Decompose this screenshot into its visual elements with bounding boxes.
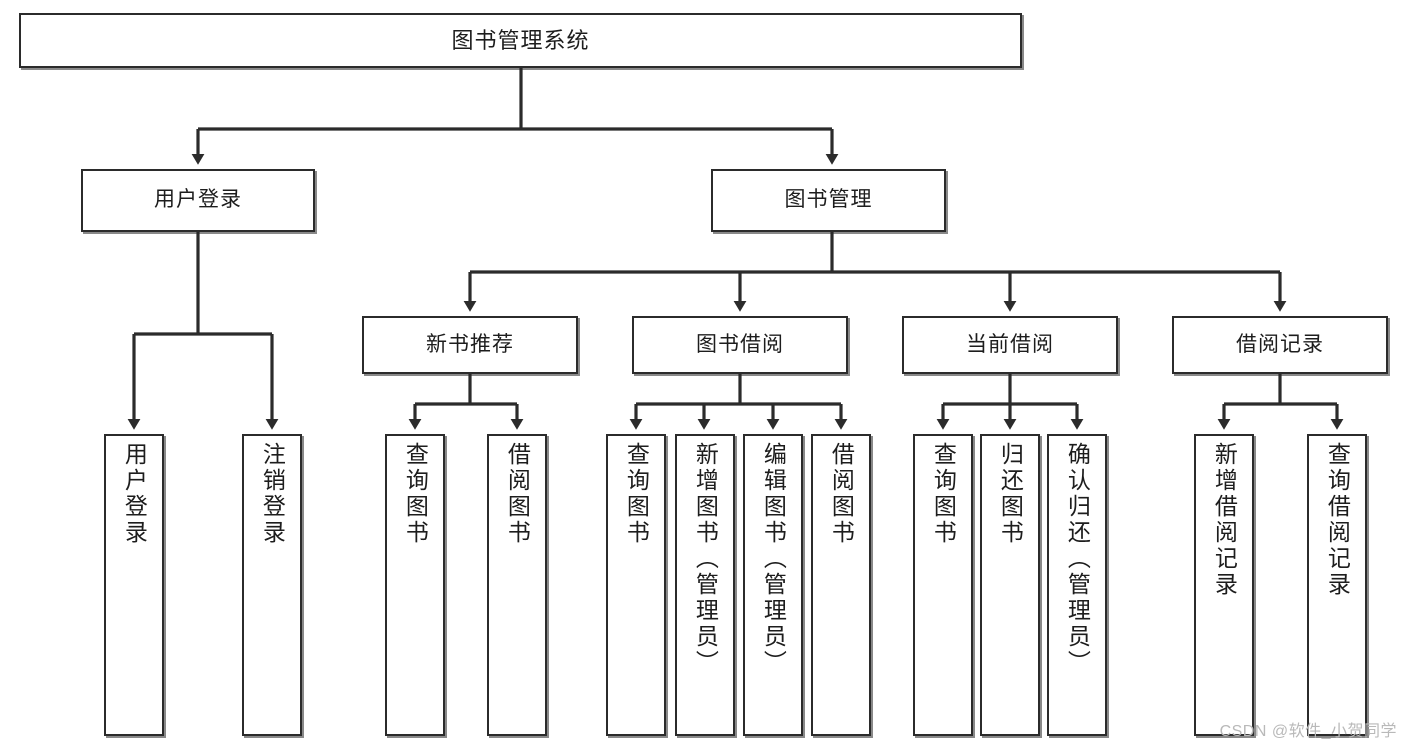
node-label: 归还图书: [997, 442, 1024, 546]
leaf-book-borrow-borrow-book[interactable]: 借阅图书: [811, 434, 871, 736]
node-label: 新增借阅记录: [1211, 442, 1238, 598]
node-root-book-management-system[interactable]: 图书管理系统: [19, 13, 1022, 68]
node-new-book-recommend[interactable]: 新书推荐: [362, 316, 578, 374]
node-borrow-record[interactable]: 借阅记录: [1172, 316, 1388, 374]
leaf-current-borrow-query-book[interactable]: 查询图书: [913, 434, 973, 736]
node-label: 新书推荐: [426, 332, 514, 356]
node-label: 确认归还（管理员）: [1064, 442, 1091, 676]
leaf-user-login-logout[interactable]: 注销登录: [242, 434, 302, 736]
node-label: 新增图书（管理员）: [692, 442, 719, 676]
node-label: 当前借阅: [966, 332, 1054, 356]
leaf-user-login-login[interactable]: 用户登录: [104, 434, 164, 736]
leaf-current-borrow-return-book[interactable]: 归还图书: [980, 434, 1040, 736]
node-label: 查询图书: [930, 442, 957, 546]
node-label: 借阅记录: [1236, 332, 1324, 356]
leaf-borrow-record-add-record[interactable]: 新增借阅记录: [1194, 434, 1254, 736]
node-label: 用户登录: [121, 442, 148, 546]
node-user-login[interactable]: 用户登录: [81, 169, 315, 232]
leaf-book-borrow-edit-book-admin[interactable]: 编辑图书（管理员）: [743, 434, 803, 736]
csdn-watermark: CSDN @软件_小贺同学: [1219, 723, 1397, 740]
node-label: 编辑图书（管理员）: [760, 442, 787, 676]
node-label: 借阅图书: [504, 442, 531, 546]
leaf-book-borrow-add-book-admin[interactable]: 新增图书（管理员）: [675, 434, 735, 736]
leaf-book-borrow-query-book[interactable]: 查询图书: [606, 434, 666, 736]
node-book-borrow[interactable]: 图书借阅: [632, 316, 848, 374]
node-label: 查询图书: [402, 442, 429, 546]
node-current-borrow[interactable]: 当前借阅: [902, 316, 1118, 374]
leaf-borrow-record-query-record[interactable]: 查询借阅记录: [1307, 434, 1367, 736]
node-label: 图书管理系统: [451, 27, 590, 53]
node-label: 图书借阅: [696, 332, 784, 356]
node-label: 图书管理: [784, 188, 873, 212]
node-label: 借阅图书: [828, 442, 855, 546]
node-label: 查询借阅记录: [1324, 442, 1351, 598]
node-label: 查询图书: [623, 442, 650, 546]
node-label: 注销登录: [259, 442, 286, 546]
node-label: 用户登录: [154, 188, 242, 212]
node-book-management[interactable]: 图书管理: [711, 169, 946, 232]
leaf-new-book-query-book[interactable]: 查询图书: [385, 434, 445, 736]
leaf-new-book-borrow-book[interactable]: 借阅图书: [487, 434, 547, 736]
leaf-current-borrow-confirm-return-admin[interactable]: 确认归还（管理员）: [1047, 434, 1107, 736]
